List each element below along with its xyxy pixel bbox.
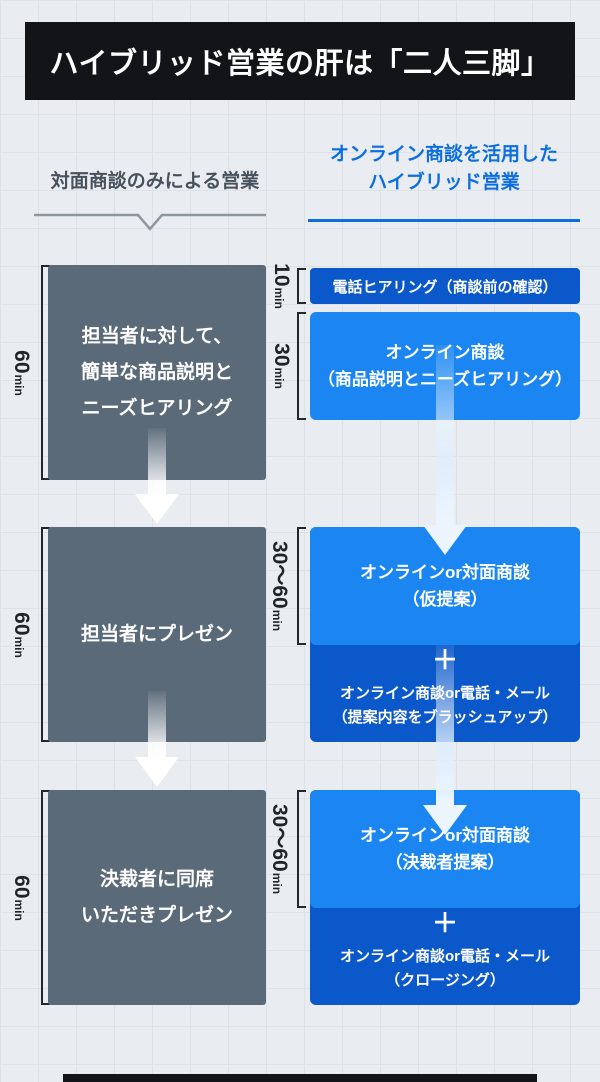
right-header-underline	[308, 219, 580, 222]
step-text-line: オンライン商談or電話・メール	[339, 684, 550, 702]
time-value: 30	[270, 343, 294, 367]
page-title: ハイブリッド営業の肝は「二人三脚」	[49, 48, 551, 80]
footer-bar-partial	[63, 1074, 537, 1082]
right-column-header: オンライン商談を活用した ハイブリッド営業	[300, 141, 588, 197]
step-text-line: いただきプレゼン	[80, 904, 233, 926]
step-text-line: オンラインor対面商談	[360, 563, 530, 582]
face-to-face-step-1: 担当者に対して、 簡単な商品説明と ニーズヒアリング	[48, 265, 266, 480]
step-text-line: 決裁者に同席	[99, 868, 214, 890]
hybrid-step-group-2: オンラインor対面商談 （仮提案） ＋ オンライン商談or電話・メール （提案内…	[310, 527, 580, 742]
step-text-line: 電話ヒアリング（商談前の確認）	[332, 278, 558, 296]
time-value: 30〜60	[268, 803, 291, 872]
title-bar: ハイブリッド営業の肝は「二人三脚」	[25, 22, 575, 100]
time-value: 60	[10, 349, 34, 374]
time-value: 10	[270, 263, 294, 287]
hybrid-step-brushup: オンライン商談or電話・メール （提案内容をブラッシュアップ）	[310, 675, 580, 742]
step-text-line: 担当者に対して、	[81, 325, 233, 347]
step-text-line: 簡単な商品説明と	[80, 361, 233, 383]
time-unit: min	[12, 636, 27, 658]
down-arrow-icon	[135, 428, 179, 524]
range-bracket	[41, 265, 51, 480]
plus-sign: ＋	[431, 645, 458, 675]
down-arrow-icon	[135, 691, 179, 787]
range-bracket	[41, 790, 51, 1005]
step-text-line: （決裁者提案）	[385, 853, 505, 872]
time-value: 30〜60	[268, 540, 291, 609]
time-unit: min	[12, 374, 27, 396]
time-unit: min	[270, 872, 284, 895]
range-bracket	[297, 268, 307, 304]
time-unit: min	[272, 367, 287, 389]
right-header-line2: ハイブリッド営業	[368, 172, 520, 193]
down-arrow-icon	[423, 645, 467, 835]
time-unit: min	[272, 287, 287, 309]
step-text-line: （クロージング）	[385, 971, 505, 989]
hybrid-step-phone-hearing: 電話ヒアリング（商談前の確認）	[310, 268, 580, 304]
step-text-line: ニーズヒアリング	[81, 397, 233, 419]
step-text-line: （提案内容をブラッシュアップ）	[332, 708, 558, 726]
plus-sign: ＋	[431, 908, 458, 938]
underbrace-icon	[34, 213, 266, 231]
range-bracket	[297, 312, 307, 420]
step-text-line: （商品説明とニーズヒアリング）	[317, 370, 573, 389]
step-text-line: オンラインor対面商談	[360, 826, 530, 845]
time-value: 60	[10, 611, 34, 636]
left-column-header: 対面商談のみによる営業	[50, 171, 260, 192]
down-arrow-icon	[423, 345, 467, 555]
time-unit: min	[12, 899, 27, 921]
hybrid-step-group-3: オンラインor対面商談 （決裁者提案） ＋ オンライン商談or電話・メール （ク…	[310, 790, 580, 1005]
step-text-line: オンライン商談	[385, 343, 505, 362]
range-bracket	[297, 527, 307, 645]
range-bracket	[297, 790, 307, 908]
right-header-line1: オンライン商談を活用した	[329, 144, 558, 165]
step-text-line: 担当者にプレゼン	[80, 623, 233, 645]
step-text-line: オンライン商談or電話・メール	[339, 947, 550, 965]
range-bracket	[41, 527, 51, 742]
time-unit: min	[270, 609, 284, 632]
time-value: 60	[10, 874, 34, 899]
face-to-face-step-3: 決裁者に同席 いただきプレゼン	[48, 790, 266, 1005]
hybrid-step-closing: オンライン商談or電話・メール （クロージング）	[310, 938, 580, 1005]
step-text-line: （仮提案）	[402, 590, 488, 609]
